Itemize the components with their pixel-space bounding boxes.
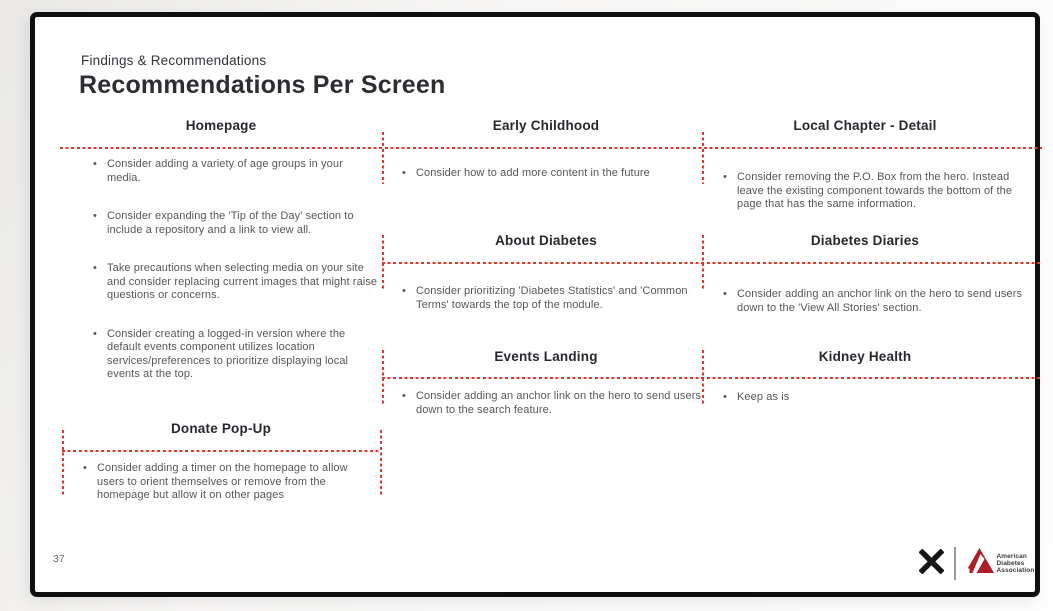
crop-tick	[702, 350, 704, 406]
list-item: • Consider how to add more content in th…	[402, 167, 711, 181]
list-item: • Consider prioritizing 'Diabetes Statis…	[402, 285, 711, 312]
section-title-events-landing: Events Landing	[494, 349, 598, 364]
list-item: • Consider adding a timer on the homepag…	[83, 462, 369, 503]
bullet-icon: •	[723, 171, 727, 183]
bullet-icon: •	[93, 262, 97, 274]
dashed-divider-row1	[60, 147, 1042, 149]
section-title-homepage: Homepage	[185, 118, 257, 133]
crop-tick	[702, 132, 704, 184]
bullet-icon: •	[93, 158, 97, 170]
bullet-text: Consider how to add more content in the …	[416, 167, 650, 179]
section-bullets-early-childhood: • Consider how to add more content in th…	[402, 167, 711, 181]
dashed-divider-row3	[382, 377, 1042, 379]
crop-tick	[382, 235, 384, 289]
list-item: • Keep as is	[723, 391, 1029, 405]
section-bullets-homepage: • Consider adding a variety of age group…	[93, 158, 379, 382]
bullet-text: Consider adding an anchor link on the he…	[416, 390, 702, 416]
bullet-icon: •	[402, 285, 406, 297]
list-item: • Consider adding an anchor link on the …	[723, 288, 1029, 315]
bullet-text: Consider adding an anchor link on the he…	[737, 288, 1023, 314]
x-agency-logo-icon	[918, 548, 945, 579]
section-bullets-donate-popup: • Consider adding a timer on the homepag…	[83, 462, 369, 503]
list-item: • Consider removing the P.O. Box from th…	[723, 171, 1029, 212]
bullet-text: Consider adding a variety of age groups …	[107, 158, 343, 184]
ada-wordmark-line: Association.	[996, 567, 1037, 575]
bullet-text: Consider creating a logged-in version wh…	[107, 327, 349, 381]
bullet-icon: •	[402, 390, 406, 402]
section-bullets-kidney-health: • Keep as is	[723, 391, 1029, 405]
page-number: 37	[53, 553, 65, 565]
section-title-about-diabetes: About Diabetes	[495, 233, 597, 248]
slide: Findings & Recommendations Recommendatio…	[30, 12, 1042, 597]
section-title-diabetes-diaries: Diabetes Diaries	[810, 233, 920, 248]
ada-logo-wordmark: American Diabetes Association.	[997, 553, 1037, 575]
crop-tick	[62, 430, 64, 496]
section-bullets-about-diabetes: • Consider prioritizing 'Diabetes Statis…	[402, 285, 711, 312]
section-bullets-events-landing: • Consider adding an anchor link on the …	[402, 390, 711, 417]
bullet-text: Consider prioritizing 'Diabetes Statisti…	[416, 285, 688, 311]
bullet-text: Take precautions when selecting media on…	[107, 262, 378, 301]
page-title: Recommendations Per Screen	[79, 71, 446, 99]
dashed-divider-donate	[62, 450, 380, 452]
ada-triangle-logo-icon	[964, 548, 994, 579]
section-title-early-childhood: Early Childhood	[492, 118, 600, 133]
list-item: • Consider creating a logged-in version …	[93, 328, 379, 382]
bullet-icon: •	[723, 288, 727, 300]
bullet-text: Consider adding a timer on the homepage …	[97, 462, 348, 501]
dashed-divider-row2	[382, 262, 1042, 264]
bullet-icon: •	[93, 327, 97, 340]
bullet-text: Consider removing the P.O. Box from the …	[737, 171, 1013, 210]
footer-logos: American Diabetes Association.	[918, 547, 1037, 580]
ada-wordmark-line: Diabetes	[996, 559, 1025, 567]
section-title-donate-popup: Donate Pop-Up	[170, 421, 272, 436]
list-item: • Take precautions when selecting media …	[93, 262, 379, 303]
section-title-kidney-health: Kidney Health	[818, 349, 912, 364]
list-item: • Consider adding a variety of age group…	[93, 158, 379, 185]
bullet-icon: •	[93, 210, 97, 222]
crop-tick	[380, 430, 382, 496]
section-bullets-local-chapter-detail: • Consider removing the P.O. Box from th…	[723, 171, 1029, 212]
logo-divider	[954, 547, 956, 580]
crop-tick	[702, 235, 704, 289]
crop-tick	[382, 132, 384, 184]
bullet-icon: •	[83, 462, 87, 474]
bullet-icon: •	[402, 167, 406, 179]
section-bullets-diabetes-diaries: • Consider adding an anchor link on the …	[723, 288, 1029, 315]
slide-eyebrow: Findings & Recommendations	[81, 53, 267, 68]
bullet-text: Keep as is	[737, 391, 790, 403]
list-item: • Consider expanding the 'Tip of the Day…	[93, 210, 379, 237]
list-item: • Consider adding an anchor link on the …	[402, 390, 711, 417]
bullet-icon: •	[723, 391, 727, 403]
ada-wordmark-line: American	[996, 552, 1027, 560]
section-title-local-chapter-detail: Local Chapter - Detail	[793, 118, 937, 133]
bullet-text: Consider expanding the 'Tip of the Day' …	[107, 210, 354, 236]
crop-tick	[382, 350, 384, 406]
